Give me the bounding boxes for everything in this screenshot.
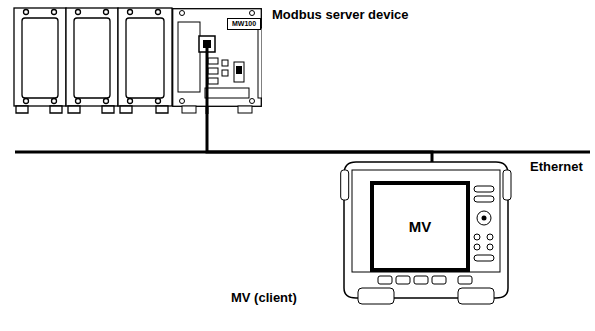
model-label: MW100 <box>227 18 261 30</box>
screen-label: MV <box>372 183 468 270</box>
network-label: Ethernet <box>530 159 583 174</box>
mw100-main-module: MW100 <box>172 8 262 114</box>
network-cable <box>207 106 432 162</box>
mv-recorder: MV <box>340 160 512 306</box>
io-modules <box>14 8 172 113</box>
device-label: Modbus server device <box>272 7 409 22</box>
port-cable <box>206 48 209 114</box>
device-label: MV (client) <box>231 290 297 305</box>
